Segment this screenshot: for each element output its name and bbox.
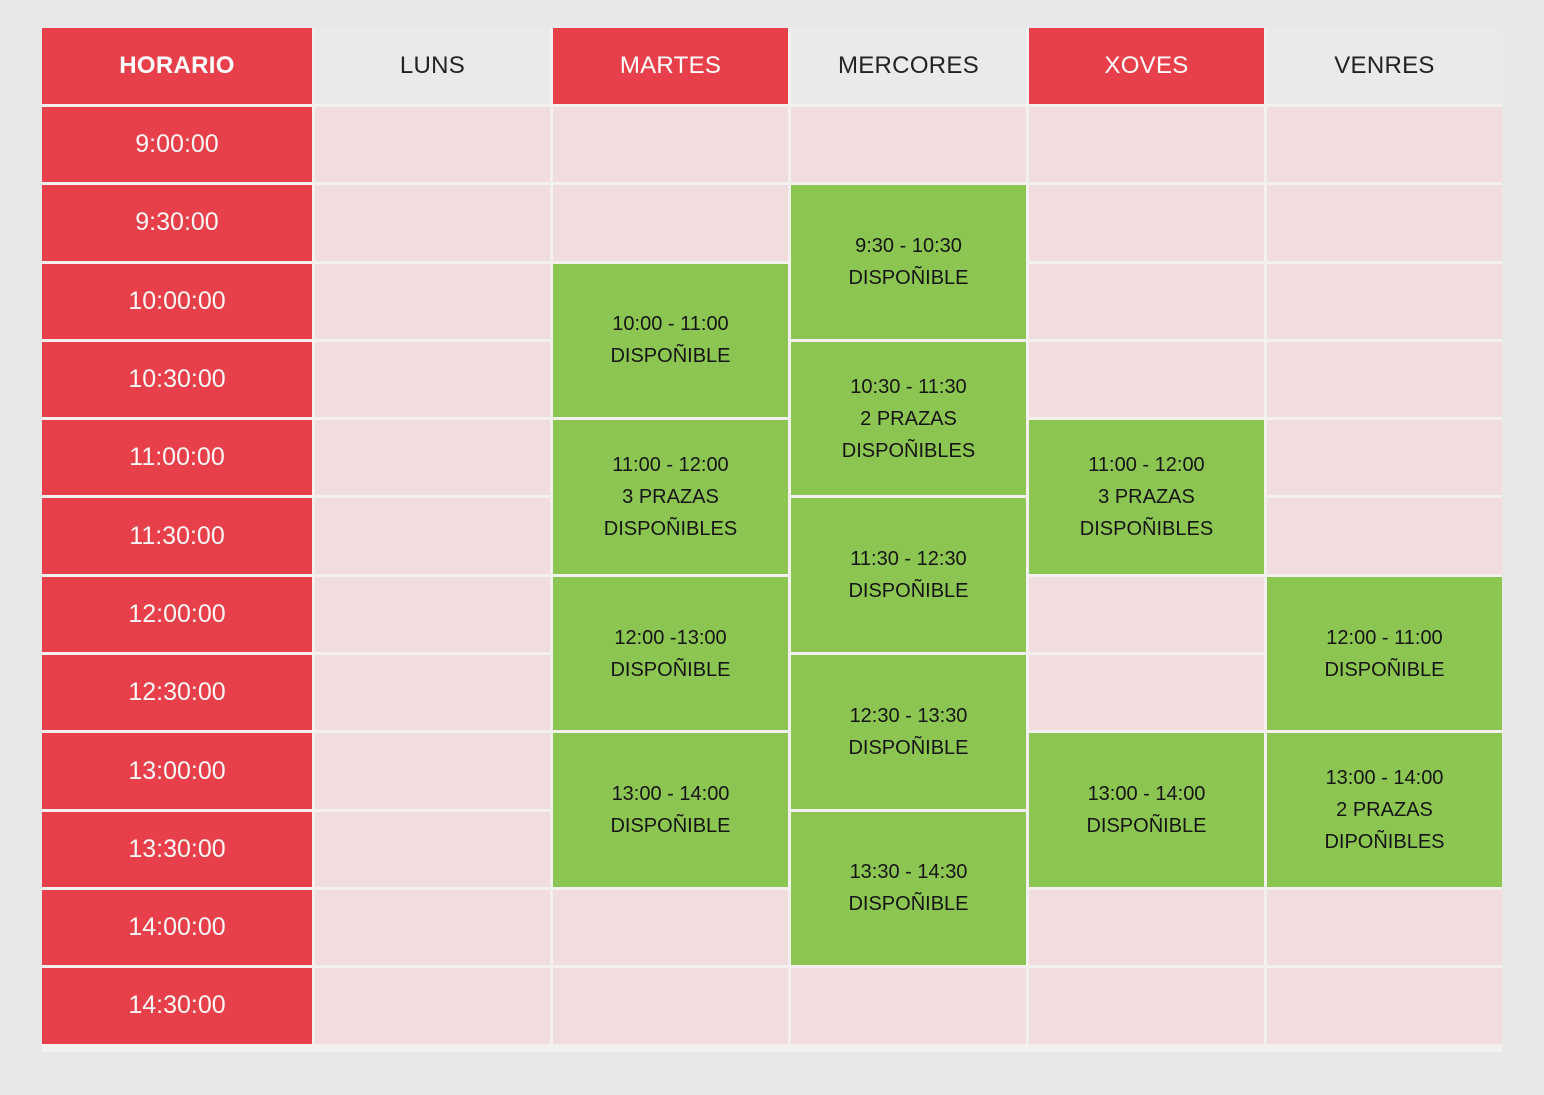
- empty-slot: [791, 107, 1026, 183]
- empty-slot: [315, 263, 550, 339]
- empty-slot: [1029, 655, 1264, 731]
- slot-label-line: DIPOÑIBLES: [1324, 831, 1445, 854]
- empty-slot: [553, 968, 788, 1044]
- schedule-table: HORARIO LUNS MARTES MERCORES XOVES VENRE…: [42, 28, 1502, 1052]
- empty-slot: [1029, 263, 1264, 339]
- slot-label-line: DISPOÑIBLE: [610, 658, 731, 681]
- empty-slot: [315, 733, 550, 809]
- available-slot-venres[interactable]: 13:00 - 14:00 2 PRAZAS DIPOÑIBLES: [1267, 733, 1502, 887]
- slot-label-line: DISPOÑIBLE: [610, 815, 731, 838]
- column-header-horario: HORARIO: [42, 28, 312, 104]
- empty-slot: [315, 655, 550, 731]
- empty-slot: [553, 185, 788, 261]
- empty-slot: [1267, 968, 1502, 1044]
- empty-slot: [315, 968, 550, 1044]
- empty-slot: [1267, 263, 1502, 339]
- slot-label-line: DISPOÑIBLES: [603, 517, 738, 540]
- slot-label-line: DISPOÑIBLES: [841, 439, 976, 462]
- time-cell: 14:00:00: [42, 889, 312, 966]
- empty-slot: [315, 811, 550, 887]
- column-header-mercores: MERCORES: [791, 28, 1026, 104]
- slot-label-line: 3 PRAZAS: [622, 485, 719, 508]
- empty-slot: [1267, 889, 1502, 966]
- empty-slot: [1267, 498, 1502, 574]
- time-cell: 10:00:00: [42, 263, 312, 339]
- slot-label-line: 12:00 -13:00: [614, 626, 727, 649]
- empty-slot: [1267, 185, 1502, 261]
- empty-slot: [1029, 889, 1264, 966]
- slot-label-line: DISPOÑIBLE: [1086, 815, 1207, 838]
- empty-slot: [1267, 341, 1502, 418]
- column-header-luns: LUNS: [315, 28, 550, 104]
- column-header-xoves: XOVES: [1029, 28, 1264, 104]
- time-cell: 12:00:00: [42, 576, 312, 653]
- slot-label-line: DISPOÑIBLE: [848, 267, 969, 290]
- slot-label-line: 10:00 - 11:00: [612, 313, 729, 336]
- slot-label-line: 13:00 - 14:00: [1087, 783, 1206, 806]
- slot-label-line: DISPOÑIBLES: [1079, 517, 1214, 540]
- slot-label-line: 13:00 - 14:00: [611, 783, 730, 806]
- slot-label-line: 2 PRAZAS: [860, 407, 957, 430]
- empty-slot: [1267, 420, 1502, 496]
- empty-slot: [1029, 185, 1264, 261]
- empty-slot: [1029, 341, 1264, 418]
- empty-slot: [553, 889, 788, 966]
- slot-label-line: 12:00 - 11:00: [1326, 626, 1443, 649]
- available-slot-martes[interactable]: 11:00 - 12:00 3 PRAZAS DISPOÑIBLES: [553, 420, 788, 574]
- slot-label-line: DISPOÑIBLE: [848, 580, 969, 603]
- column-header-martes: MARTES: [553, 28, 788, 104]
- slot-label-line: DISPOÑIBLE: [610, 345, 731, 368]
- time-cell: 11:00:00: [42, 420, 312, 496]
- empty-slot: [315, 576, 550, 653]
- slot-label-line: 3 PRAZAS: [1098, 485, 1195, 508]
- empty-slot: [1029, 968, 1264, 1044]
- empty-slot: [315, 498, 550, 574]
- slot-label-line: 12:30 - 13:30: [849, 704, 968, 727]
- empty-slot: [1029, 107, 1264, 183]
- empty-slot: [315, 889, 550, 966]
- slot-label-line: DISPOÑIBLE: [1324, 658, 1445, 681]
- slot-label-line: DISPOÑIBLE: [848, 893, 969, 916]
- time-cell: 13:00:00: [42, 733, 312, 809]
- empty-slot: [315, 420, 550, 496]
- schedule-header-row: HORARIO LUNS MARTES MERCORES XOVES VENRE…: [42, 28, 1502, 104]
- slot-label-line: 2 PRAZAS: [1336, 799, 1433, 822]
- empty-slot: [1267, 107, 1502, 183]
- empty-slot: [315, 341, 550, 418]
- empty-slot: [791, 968, 1026, 1044]
- slot-label-line: 10:30 - 11:30: [850, 375, 967, 398]
- available-slot-xoves[interactable]: 11:00 - 12:00 3 PRAZAS DISPOÑIBLES: [1029, 420, 1264, 574]
- slot-label-line: 9:30 - 10:30: [855, 235, 962, 258]
- time-cell: 11:30:00: [42, 498, 312, 574]
- time-cell: 9:00:00: [42, 107, 312, 183]
- time-cell: 14:30:00: [42, 968, 312, 1044]
- available-slot-mercores[interactable]: 10:30 - 11:30 2 PRAZAS DISPOÑIBLES: [791, 341, 1026, 496]
- column-header-venres: VENRES: [1267, 28, 1502, 104]
- empty-slot: [1029, 576, 1264, 653]
- slot-label-line: 13:00 - 14:00: [1325, 767, 1444, 790]
- time-cell: 10:30:00: [42, 341, 312, 418]
- slot-label-line: 11:00 - 12:00: [1088, 453, 1205, 476]
- slot-label-line: DISPOÑIBLE: [848, 736, 969, 759]
- empty-slot: [315, 185, 550, 261]
- time-cell: 12:30:00: [42, 655, 312, 731]
- time-cell: 13:30:00: [42, 811, 312, 887]
- slot-label-line: 13:30 - 14:30: [849, 861, 968, 884]
- empty-slot: [315, 107, 550, 183]
- empty-slot: [553, 107, 788, 183]
- slot-label-line: 11:00 - 12:00: [612, 453, 729, 476]
- slot-label-line: 11:30 - 12:30: [850, 548, 967, 571]
- time-cell: 9:30:00: [42, 185, 312, 261]
